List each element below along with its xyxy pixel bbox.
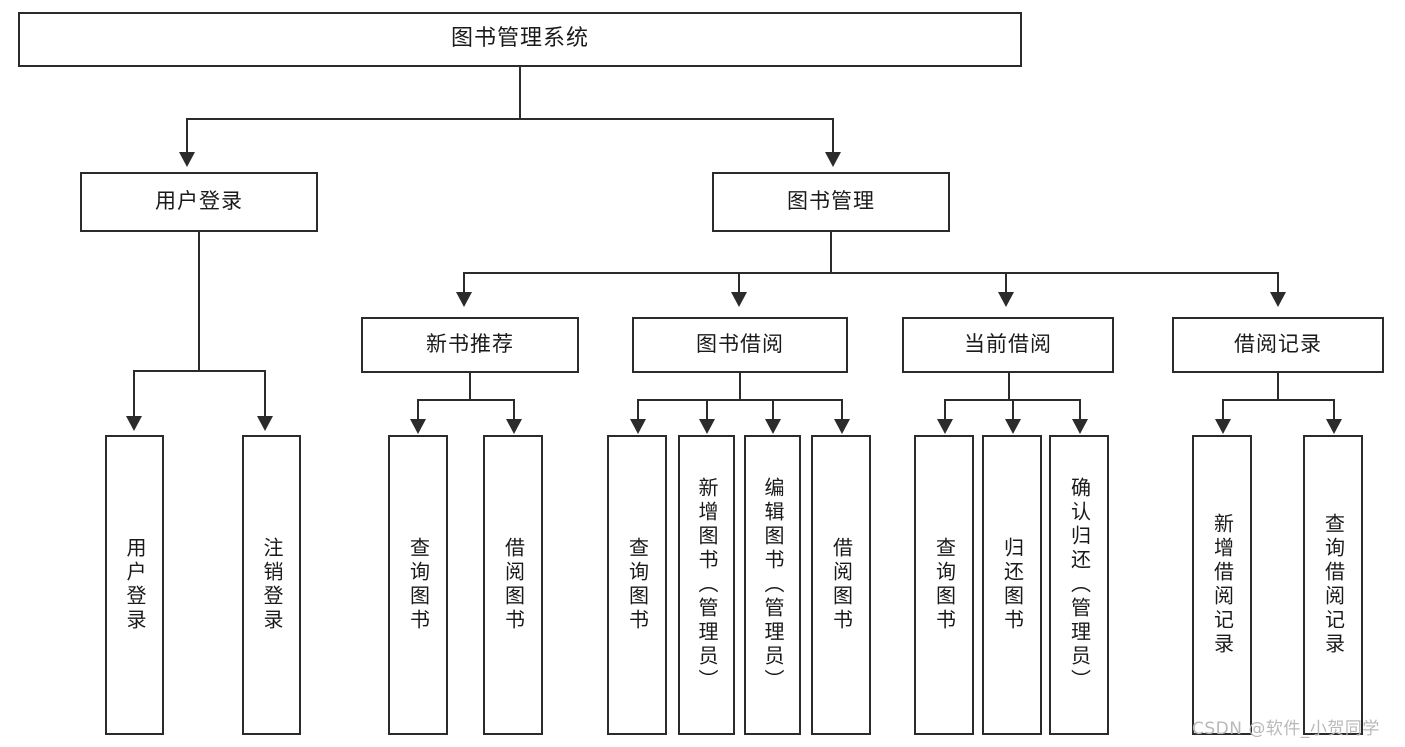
- connector-record-trunk: [1277, 373, 1279, 401]
- arrowhead-record-to-add: [1215, 419, 1231, 434]
- connector-borrow-trunk: [739, 373, 741, 401]
- connector-root-bus: [186, 118, 834, 120]
- connector-current-trunk: [1008, 373, 1010, 401]
- node-book-management[interactable]: 图书管理: [712, 172, 950, 232]
- leaf-borrow-lend-book[interactable]: 借阅图书: [811, 435, 871, 735]
- arrowhead-bookmgmt-to-borrow: [731, 292, 747, 307]
- arrowhead-current-to-query: [937, 419, 953, 434]
- leaf-borrow-add-book[interactable]: 新增图书（管理员）: [678, 435, 735, 735]
- arrowhead-borrow-to-lend: [834, 419, 850, 434]
- node-user-login[interactable]: 用户登录: [80, 172, 318, 232]
- connector-bookmgmt-bus: [463, 272, 1279, 274]
- arrowhead-root-to-userlogin: [179, 152, 195, 167]
- connector-bookmgmt-to-record: [1277, 272, 1279, 294]
- leaf-recommend-borrow-book[interactable]: 借阅图书: [483, 435, 543, 735]
- connector-bookmgmt-to-newbook: [463, 272, 465, 294]
- connector-userlogin-bus: [133, 370, 264, 372]
- connector-current-to-query: [944, 399, 946, 421]
- node-new-book-recommend[interactable]: 新书推荐: [361, 317, 579, 373]
- arrowhead-bookmgmt-to-current: [998, 292, 1014, 307]
- connector-userlogin-to-login: [133, 370, 135, 418]
- leaf-current-query-book[interactable]: 查询图书: [914, 435, 974, 735]
- leaf-current-return-book[interactable]: 归还图书: [982, 435, 1042, 735]
- connector-borrow-to-edit: [772, 399, 774, 421]
- connector-current-bus: [944, 399, 1079, 401]
- connector-borrow-to-query: [637, 399, 639, 421]
- leaf-borrow-query-book[interactable]: 查询图书: [607, 435, 667, 735]
- arrowhead-newbook-to-borrow: [506, 419, 522, 434]
- connector-record-to-query: [1333, 399, 1335, 421]
- connector-newbook-bus: [417, 399, 515, 401]
- arrowhead-borrow-to-edit: [765, 419, 781, 434]
- connector-bookmgmt-to-borrow: [738, 272, 740, 294]
- leaf-current-confirm-return[interactable]: 确认归还（管理员）: [1049, 435, 1109, 735]
- arrowhead-userlogin-to-login: [126, 416, 142, 431]
- connector-borrow-to-lend: [841, 399, 843, 421]
- connector-root-trunk: [519, 67, 521, 119]
- arrowhead-current-to-confirm: [1072, 419, 1088, 434]
- arrowhead-userlogin-to-logout: [257, 416, 273, 431]
- connector-userlogin-to-logout: [264, 370, 266, 418]
- arrowhead-newbook-to-query: [410, 419, 426, 434]
- arrowhead-current-to-return: [1005, 419, 1021, 434]
- leaf-recommend-query-book[interactable]: 查询图书: [388, 435, 448, 735]
- connector-borrow-to-add: [706, 399, 708, 421]
- arrowhead-record-to-query: [1326, 419, 1342, 434]
- connector-root-to-bookmgmt: [832, 118, 834, 154]
- node-current-borrow[interactable]: 当前借阅: [902, 317, 1114, 373]
- connector-current-to-confirm: [1079, 399, 1081, 421]
- connector-newbook-to-query: [417, 399, 419, 421]
- leaf-user-login[interactable]: 用户登录: [105, 435, 164, 735]
- connector-userlogin-trunk: [198, 232, 200, 372]
- connector-record-to-add: [1222, 399, 1224, 421]
- node-root-system[interactable]: 图书管理系统: [18, 12, 1022, 67]
- connector-borrow-bus: [637, 399, 842, 401]
- connector-bookmgmt-to-current: [1005, 272, 1007, 294]
- connector-root-to-userlogin: [186, 118, 188, 154]
- node-borrow-record[interactable]: 借阅记录: [1172, 317, 1384, 373]
- leaf-user-logout[interactable]: 注销登录: [242, 435, 301, 735]
- node-book-borrow[interactable]: 图书借阅: [632, 317, 848, 373]
- arrowhead-borrow-to-add: [699, 419, 715, 434]
- leaf-borrow-edit-book[interactable]: 编辑图书（管理员）: [744, 435, 801, 735]
- leaf-record-query[interactable]: 查询借阅记录: [1303, 435, 1363, 735]
- arrowhead-root-to-bookmgmt: [825, 152, 841, 167]
- connector-bookmgmt-trunk: [830, 232, 832, 274]
- arrowhead-borrow-to-query: [630, 419, 646, 434]
- arrowhead-bookmgmt-to-newbook: [456, 292, 472, 307]
- leaf-record-add[interactable]: 新增借阅记录: [1192, 435, 1252, 735]
- connector-record-bus: [1222, 399, 1333, 401]
- connector-newbook-trunk: [469, 373, 471, 401]
- arrowhead-bookmgmt-to-record: [1270, 292, 1286, 307]
- connector-newbook-to-borrow: [513, 399, 515, 421]
- connector-current-to-return: [1012, 399, 1014, 421]
